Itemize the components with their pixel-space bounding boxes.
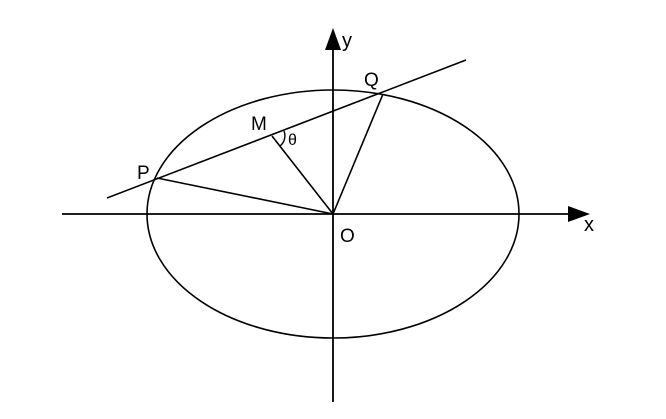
point-p-label: P <box>137 163 150 184</box>
y-axis-label: y <box>342 30 352 52</box>
line-pq <box>106 59 467 199</box>
point-q-label: Q <box>364 70 379 91</box>
x-axis-label: x <box>584 214 594 236</box>
segment-om <box>271 135 334 215</box>
segment-oq <box>332 93 384 215</box>
y-axis-arrow-icon <box>325 28 341 50</box>
x-axis-arrow-icon <box>568 206 590 222</box>
angle-theta-label: θ <box>288 132 297 149</box>
origin-label: O <box>340 226 355 247</box>
angle-arc-theta <box>279 130 286 147</box>
point-m-label: M <box>251 114 267 135</box>
segment-op <box>156 177 334 215</box>
